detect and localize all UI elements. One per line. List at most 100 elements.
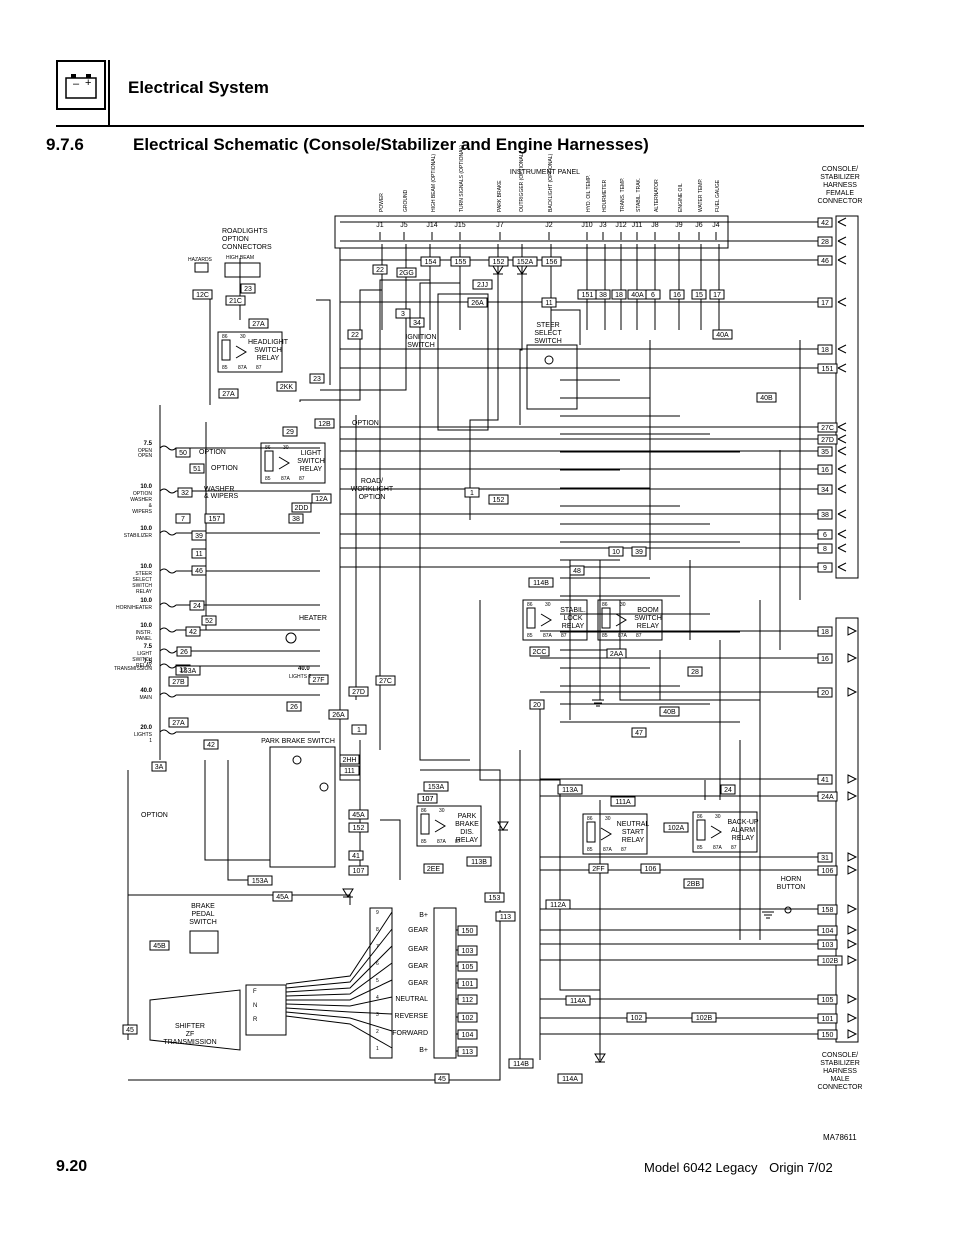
fuse-icon [159, 602, 177, 608]
shifter-handle [149, 989, 241, 1051]
fuse-icon [159, 692, 177, 698]
header-divider-horizontal [56, 125, 864, 127]
male-pin-box [817, 626, 833, 637]
backup-alarm-relay-label: RELAY [732, 835, 755, 842]
misc-wire-tag-box [192, 289, 213, 300]
horn-button-label: BUTTON [777, 884, 806, 891]
misc-wire-tag-box [659, 706, 680, 717]
headlight-relay-contact [235, 345, 247, 359]
ignition-label: SWITCH [407, 342, 435, 349]
park-brake-relay [416, 805, 482, 847]
misc-wire-tag: 3 [401, 311, 405, 318]
misc-wire-tag-box [569, 565, 585, 576]
jack-label: J7 [496, 222, 504, 229]
panel-wire-tag: 156 [546, 259, 558, 266]
left-wire-tag-box [185, 626, 201, 637]
misc-wire-tag: 34 [413, 320, 421, 327]
gauge-label: STABIL. TRAK. [636, 178, 642, 212]
fuse-name: LIGHT [137, 651, 152, 657]
misc-wire-tag: 27C [379, 678, 392, 685]
roadlights-label: OPTION [222, 236, 249, 243]
neutral-start-relay-pin: 85 [587, 847, 593, 853]
misc-wire-tag-box [687, 666, 703, 677]
gear-wire-tag-box [457, 978, 478, 989]
misc-wire-tag-box [756, 392, 777, 403]
connector-pin-icon [837, 434, 847, 444]
misc-wire-tag: 107 [422, 796, 434, 803]
fuse-name: LIGHTS 2 [289, 674, 311, 680]
misc-wire-tag: 26A [332, 712, 345, 719]
misc-wire-tag: 38 [292, 516, 300, 523]
misc-wire-tag-box [409, 317, 425, 328]
wire-run [419, 270, 470, 761]
misc-wire-tag: 40A [716, 332, 729, 339]
stabil-lock-relay-pin: 87A [543, 633, 553, 639]
gear-wire-tag-box [457, 1046, 478, 1057]
backup-alarm-relay-pin: 30 [715, 814, 721, 820]
male-pin-box [817, 865, 838, 876]
connector-pin-icon [837, 484, 847, 494]
misc-wire-tag: 1 [357, 727, 361, 734]
header-divider-vertical [108, 60, 110, 126]
fuse-name: HORN/HEATER [116, 605, 152, 611]
female-pin-box [817, 363, 838, 374]
left-wire-tag-box [175, 447, 191, 458]
misc-wire-tag-box [351, 724, 367, 735]
misc-wire-tag-box [683, 878, 704, 889]
high-beam-label: HIGH BEAM [226, 255, 254, 261]
stabil-lock-relay-pin: 85 [527, 633, 533, 639]
female-pin-box [817, 255, 833, 266]
left-wire-tag-box [175, 665, 201, 676]
misc-wire-tag-box [348, 686, 369, 697]
ground-icon [762, 911, 774, 919]
backup-alarm-relay-pin: 87 [731, 845, 737, 851]
light-switch-relay-pin: 86 [265, 445, 271, 451]
female-pin: 17 [821, 300, 829, 307]
misc-wire-tag: 45B [153, 943, 166, 950]
male-pin: 103 [822, 942, 834, 949]
male-pin-box [817, 939, 838, 950]
jack-label: J6 [695, 222, 703, 229]
misc-wire-tag-box [557, 1073, 583, 1084]
park-brake-relay-label: DIS. [460, 829, 474, 836]
fuse-amp: 40.0 [298, 666, 310, 672]
wire-run [469, 266, 499, 520]
female-pin: 18 [821, 347, 829, 354]
misc-wire-tag: 2FF [592, 866, 604, 873]
fuse-name: PANEL [136, 636, 152, 642]
misc-wire-tag: 22 [351, 332, 359, 339]
misc-wire-tag: 27A [252, 321, 265, 328]
shifter-wire [285, 962, 393, 997]
misc-wire-tag: 2CC [532, 649, 546, 656]
boom-switch-relay-label: RELAY [637, 623, 660, 630]
steer-select-switch [526, 344, 578, 410]
left-wire-tag-box [189, 463, 205, 474]
gear-wire-tag-box [457, 945, 478, 956]
panel-wire-tag: 152A [517, 259, 534, 266]
misc-wire-tag-box [339, 754, 360, 765]
left-wire-tag: 42 [207, 742, 215, 749]
male-pin: 18 [821, 629, 829, 636]
misc-wire-tag-box [606, 648, 627, 659]
gear-label: NEUTRAL [395, 996, 428, 1003]
misc-wire-tag-box [545, 899, 571, 910]
fuse-icon [159, 568, 177, 574]
misc-wire-tag-box [541, 297, 557, 308]
misc-wire-tag: 40B [663, 709, 676, 716]
female-pin-box [817, 297, 833, 308]
gear-connector [433, 907, 457, 1059]
park-brake-relay-label: RELAY [456, 837, 479, 844]
misc-wire-tag-box [640, 863, 661, 874]
misc-wire-tag: 28 [691, 669, 699, 676]
left-wire-tag-box [204, 513, 225, 524]
boom-switch-relay [597, 599, 663, 641]
connector-pin-icon [847, 955, 858, 965]
left-wire-tag: 39 [195, 533, 203, 540]
misc-wire-tag-box [484, 892, 505, 903]
panel-wire-tag-box [420, 256, 441, 267]
park-brake-switch-label: PARK BRAKE SWITCH [261, 738, 335, 745]
backup-alarm-relay-label: BACK-UP [727, 819, 758, 826]
shifter-pin: 2 [376, 1029, 379, 1035]
left-wire-tag-box [191, 565, 207, 576]
